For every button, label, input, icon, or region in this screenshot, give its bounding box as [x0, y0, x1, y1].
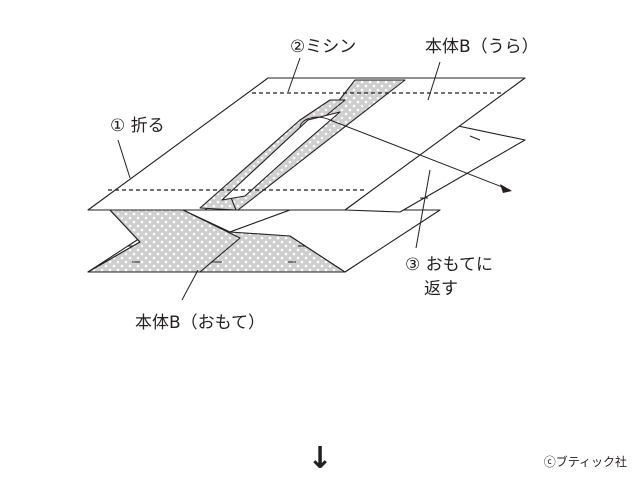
label-body-front: 本体B（おもて） [135, 313, 265, 333]
copyright: ⓒブティック社 [544, 454, 627, 469]
turn-arrow [299, 116, 512, 193]
label-turn-1: ③ おもてに [405, 255, 493, 275]
body-back-fabric [87, 77, 526, 211]
label-body-back: 本体B（うら） [425, 37, 539, 57]
leader-turn [415, 169, 431, 249]
body-front-fabric [87, 209, 441, 273]
leader-fold [117, 139, 131, 179]
edge-mark [469, 135, 481, 141]
label-fold: ① 折る [110, 116, 165, 136]
leader-front [181, 269, 199, 301]
label-turn-2: 返す [424, 279, 458, 299]
leader-sew [287, 57, 301, 93]
leader-back [427, 61, 441, 101]
label-sew: ②ミシン [290, 37, 356, 57]
down-arrow-icon: ↓ [307, 441, 332, 476]
